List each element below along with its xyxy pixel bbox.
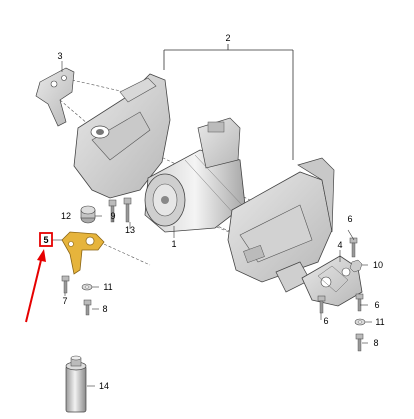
callout-10: 10 xyxy=(373,260,383,270)
part-6-bolt-lower-right xyxy=(355,293,364,312)
part-3-bracket xyxy=(35,67,75,127)
callout-6-upper: 6 xyxy=(347,214,352,224)
part-12-bushing xyxy=(80,205,96,224)
red-arrow-icon xyxy=(25,249,46,323)
part-7-bolt xyxy=(61,275,70,294)
part-14-canister xyxy=(65,355,87,413)
callout-9: 9 xyxy=(110,211,115,221)
callout-1: 1 xyxy=(171,239,176,249)
callout-8-left: 8 xyxy=(102,304,107,314)
part-6-bolt-upper xyxy=(349,237,358,258)
callout-8-right: 8 xyxy=(373,338,378,348)
part-1-compressor xyxy=(144,117,246,233)
part-9-bolt xyxy=(108,199,117,223)
part-6-bolt-lower-left xyxy=(317,295,326,314)
callout-6-lower-right: 6 xyxy=(374,300,379,310)
callout-2: 2 xyxy=(225,33,230,43)
callout-11-right: 11 xyxy=(375,317,384,327)
part-4-mount-bracket xyxy=(301,255,363,307)
callout-2-bracket xyxy=(163,44,294,160)
callout-4: 4 xyxy=(337,240,342,250)
part-5-bracket xyxy=(61,231,105,275)
part-10-nut xyxy=(349,259,363,273)
callout-13: 13 xyxy=(125,225,135,235)
callout-leaders xyxy=(52,61,372,387)
callout-7: 7 xyxy=(62,296,67,306)
callout-5: 5 xyxy=(43,235,48,245)
part-2-housing-right xyxy=(227,157,335,293)
part-13-bolt xyxy=(123,197,132,223)
callout-6-lower-left: 6 xyxy=(323,316,328,326)
callout-11-left: 11 xyxy=(103,282,112,292)
part-8-bolt-right xyxy=(355,333,364,352)
callout-5-highlight-box xyxy=(39,232,53,247)
part-11-washer-left xyxy=(81,283,93,291)
part-2-housing-left xyxy=(73,73,171,199)
callout-3: 3 xyxy=(57,51,62,61)
part-11-washer-right xyxy=(354,318,366,326)
callout-12: 12 xyxy=(61,211,71,221)
part-8-bolt-left xyxy=(83,299,92,316)
callout-14: 14 xyxy=(99,381,109,391)
